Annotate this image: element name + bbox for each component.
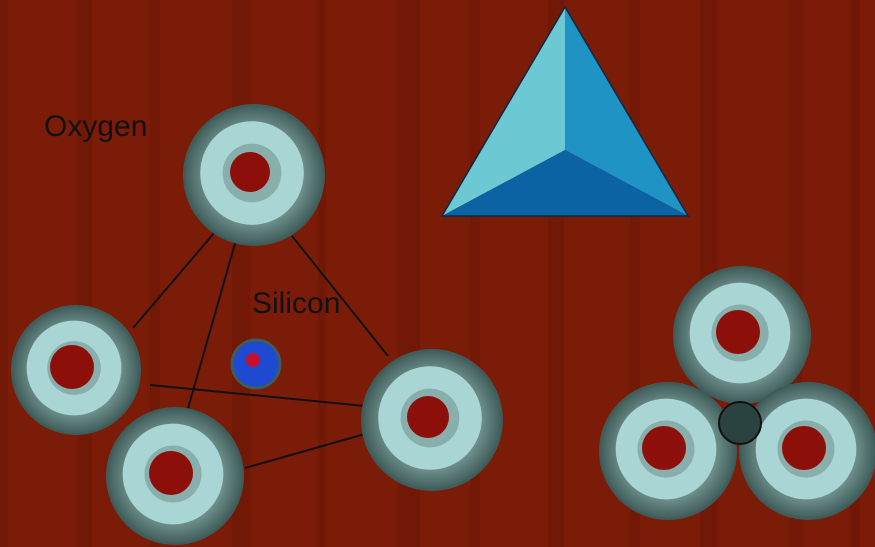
packed-silicon-atom-icon [718,401,762,445]
tetrahedron-icon [440,5,690,217]
packed-oxygen-left [599,382,737,520]
oxygen-atom-right [361,349,503,491]
bond-line [244,433,366,469]
atom-core [642,426,686,470]
atom-core [782,426,826,470]
background-stripe [150,0,160,547]
silicon-atom-icon [230,338,282,390]
packed-oxygen-top [673,266,811,404]
packed-oxygen-right [739,382,875,520]
bond-line [132,231,216,329]
atom-core [230,152,270,192]
background-stripe [0,0,8,547]
tetrahedron-outline [440,5,690,217]
tetrahedron-bottom-face [442,150,688,216]
atom-core [50,345,94,389]
oxygen-atom-bottom [106,407,244,545]
background-stripe [850,0,860,547]
background-stripe [470,0,480,547]
oxygen-label: Oxygen [44,110,148,143]
silicon-label: Silicon [252,287,341,320]
silicon-atom-center [246,353,260,367]
oxygen-atom-top [183,104,325,246]
background-stripe [78,0,92,547]
background-stripe [630,0,640,547]
atom-core [716,310,760,354]
atom-core [407,396,449,438]
bond-line [291,235,389,357]
oxygen-atom-left [11,305,141,435]
bond-line [149,384,366,407]
atom-core [149,451,193,495]
bond-line [186,239,237,413]
